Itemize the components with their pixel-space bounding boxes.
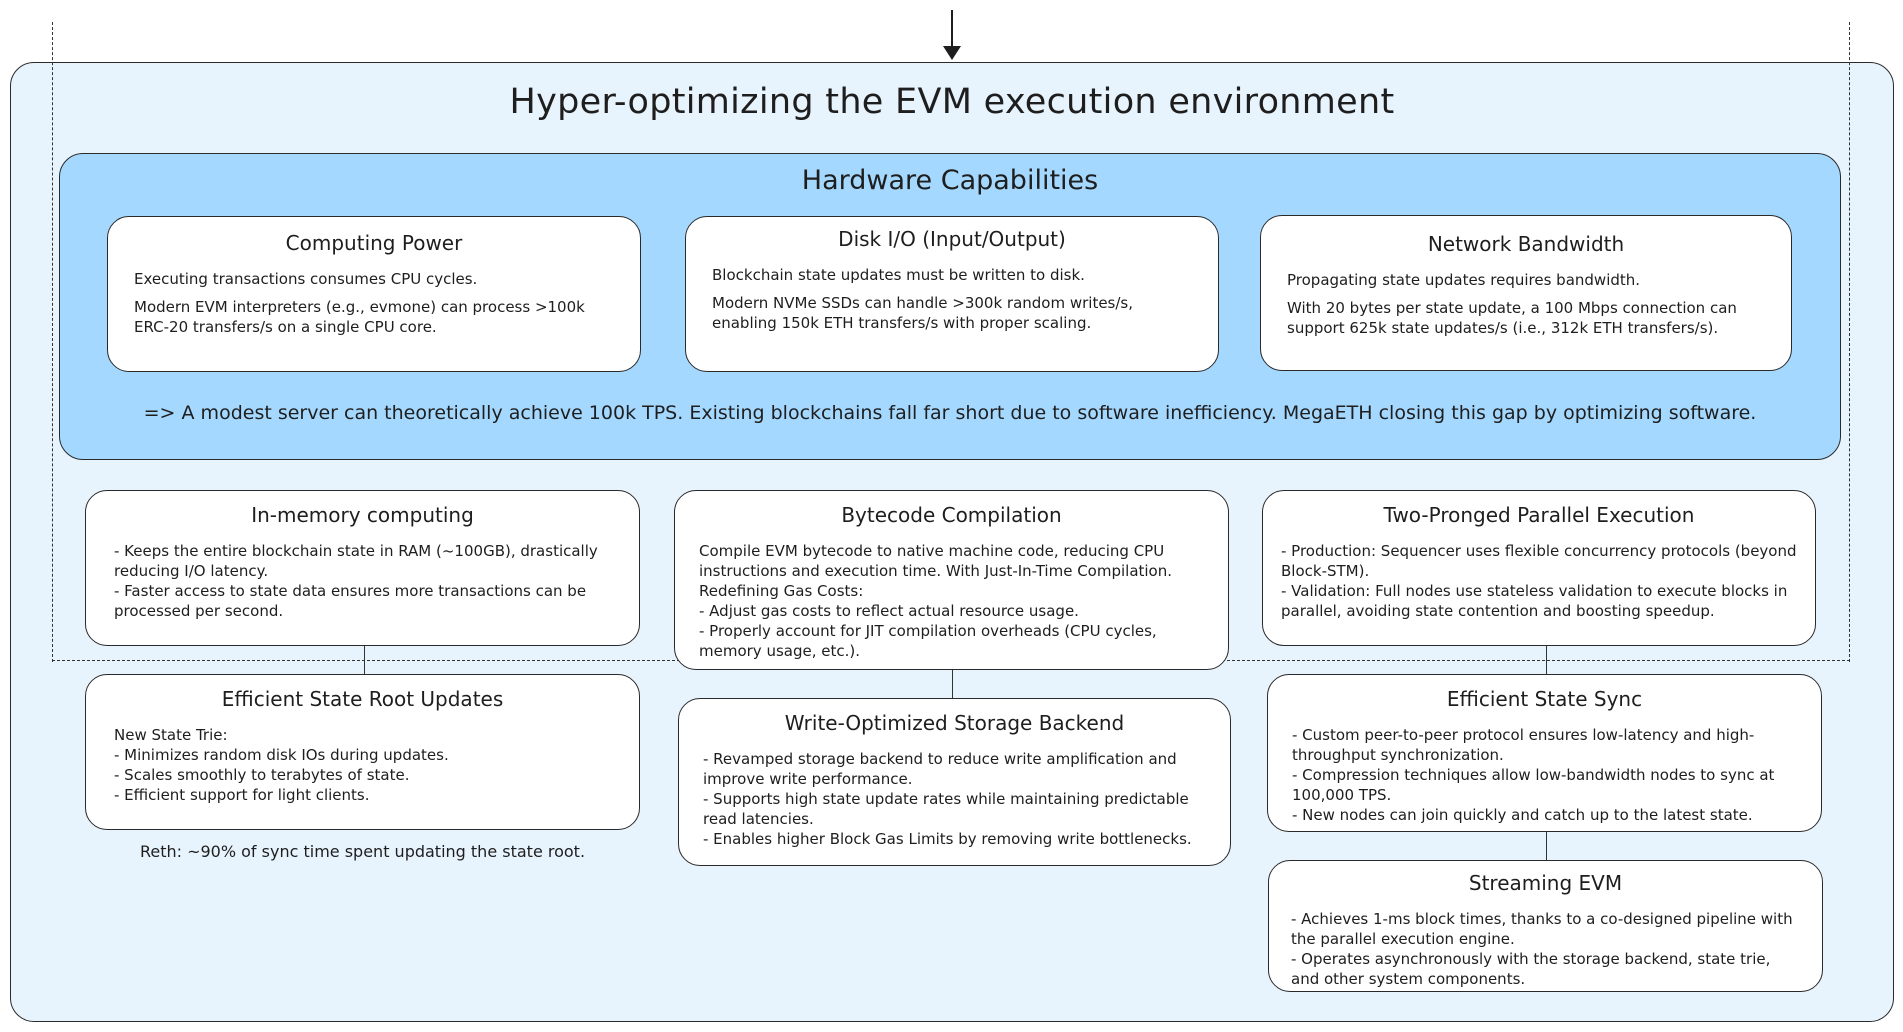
card-title: Write-Optimized Storage Backend [784, 711, 1125, 735]
card-streaming-evm: Streaming EVM - Achieves 1-ms block time… [1268, 860, 1823, 992]
hardware-card-disk-io: Disk I/O (Input/Output) Blockchain state… [685, 216, 1219, 372]
card-line: - Supports high state update rates while… [703, 790, 1194, 828]
card-title: Two-Pronged Parallel Execution [1383, 503, 1695, 527]
connector-parallel-to-state-sync [1546, 646, 1547, 674]
card-efficient-state-root-updates: Efficient State Root Updates New State T… [85, 674, 640, 830]
connector-in-memory-to-state-root [364, 646, 365, 674]
card-write-optimized-storage-backend: Write-Optimized Storage Backend - Revamp… [678, 698, 1231, 866]
card-two-pronged-parallel-execution: Two-Pronged Parallel Execution - Product… [1262, 490, 1816, 646]
connector-state-sync-to-streaming [1546, 832, 1547, 860]
card-text: Executing transactions consumes CPU cycl… [134, 270, 478, 288]
card-title: Streaming EVM [1468, 871, 1623, 895]
hardware-card-network-bandwidth: Network Bandwidth Propagating state upda… [1260, 215, 1792, 371]
card-line: - New nodes can join quickly and catch u… [1292, 806, 1753, 824]
card-line: Compile EVM bytecode to native machine c… [699, 542, 1173, 580]
card-line: - Scales smoothly to terabytes of state. [114, 766, 410, 784]
card-line: - Enables higher Block Gas Limits by rem… [703, 830, 1192, 848]
card-text: Modern EVM interpreters (e.g., evmone) c… [134, 298, 585, 336]
card-text: Propagating state updates requires bandw… [1287, 271, 1641, 289]
connector-bytecode-to-storage [952, 670, 953, 698]
card-line: - Achieves 1-ms block times, thanks to a… [1291, 910, 1798, 948]
card-line: - Production: Sequencer uses flexible co… [1281, 542, 1802, 580]
state-root-footnote: Reth: ~90% of sync time spent updating t… [139, 842, 586, 861]
card-line: - Validation: Full nodes use stateless v… [1281, 582, 1793, 620]
card-title: Network Bandwidth [1427, 232, 1625, 256]
card-line: - Compression techniques allow low-bandw… [1292, 766, 1780, 804]
hardware-card-computing-power: Computing Power Executing transactions c… [107, 216, 641, 372]
card-line: New State Trie: [114, 726, 228, 744]
dashed-guide-right [1849, 22, 1850, 662]
card-line: - Revamped storage backend to reduce wri… [703, 750, 1182, 788]
incoming-arrow-line [951, 10, 953, 50]
card-title: Disk I/O (Input/Output) [838, 227, 1066, 251]
card-in-memory-computing: In-memory computing - Keeps the entire b… [85, 490, 640, 646]
card-title: Efficient State Root Updates [221, 687, 504, 711]
card-line: Redefining Gas Costs: [699, 582, 864, 600]
incoming-arrow-head [943, 46, 961, 60]
card-title: Computing Power [285, 231, 463, 255]
hardware-conclusion: => A modest server can theoretically ach… [143, 402, 1757, 424]
card-bytecode-compilation: Bytecode Compilation Compile EVM bytecod… [674, 490, 1229, 670]
dashed-guide-left [52, 22, 53, 662]
diagram-title: Hyper-optimizing the EVM execution envir… [509, 82, 1395, 122]
card-line: - Keeps the entire blockchain state in R… [114, 542, 603, 580]
hardware-panel-title: Hardware Capabilities [801, 165, 1099, 196]
card-text: Modern NVMe SSDs can handle >300k random… [712, 294, 1134, 332]
card-text: With 20 bytes per state update, a 100 Mb… [1287, 299, 1737, 337]
card-line: - Minimizes random disk IOs during updat… [114, 746, 449, 764]
card-line: - Adjust gas costs to reflect actual res… [699, 602, 1079, 620]
card-title: In-memory computing [251, 503, 474, 527]
card-line: - Properly account for JIT compilation o… [699, 622, 1162, 660]
card-line: - Efficient support for light clients. [114, 786, 370, 804]
card-efficient-state-sync: Efficient State Sync - Custom peer-to-pe… [1267, 674, 1822, 832]
card-title: Bytecode Compilation [841, 503, 1062, 527]
card-line: - Custom peer-to-peer protocol ensures l… [1292, 726, 1755, 764]
card-title: Efficient State Sync [1446, 687, 1643, 711]
card-text: Blockchain state updates must be written… [712, 266, 1085, 284]
card-line: - Operates asynchronously with the stora… [1291, 950, 1776, 988]
card-line: - Faster access to state data ensures mo… [114, 582, 591, 620]
